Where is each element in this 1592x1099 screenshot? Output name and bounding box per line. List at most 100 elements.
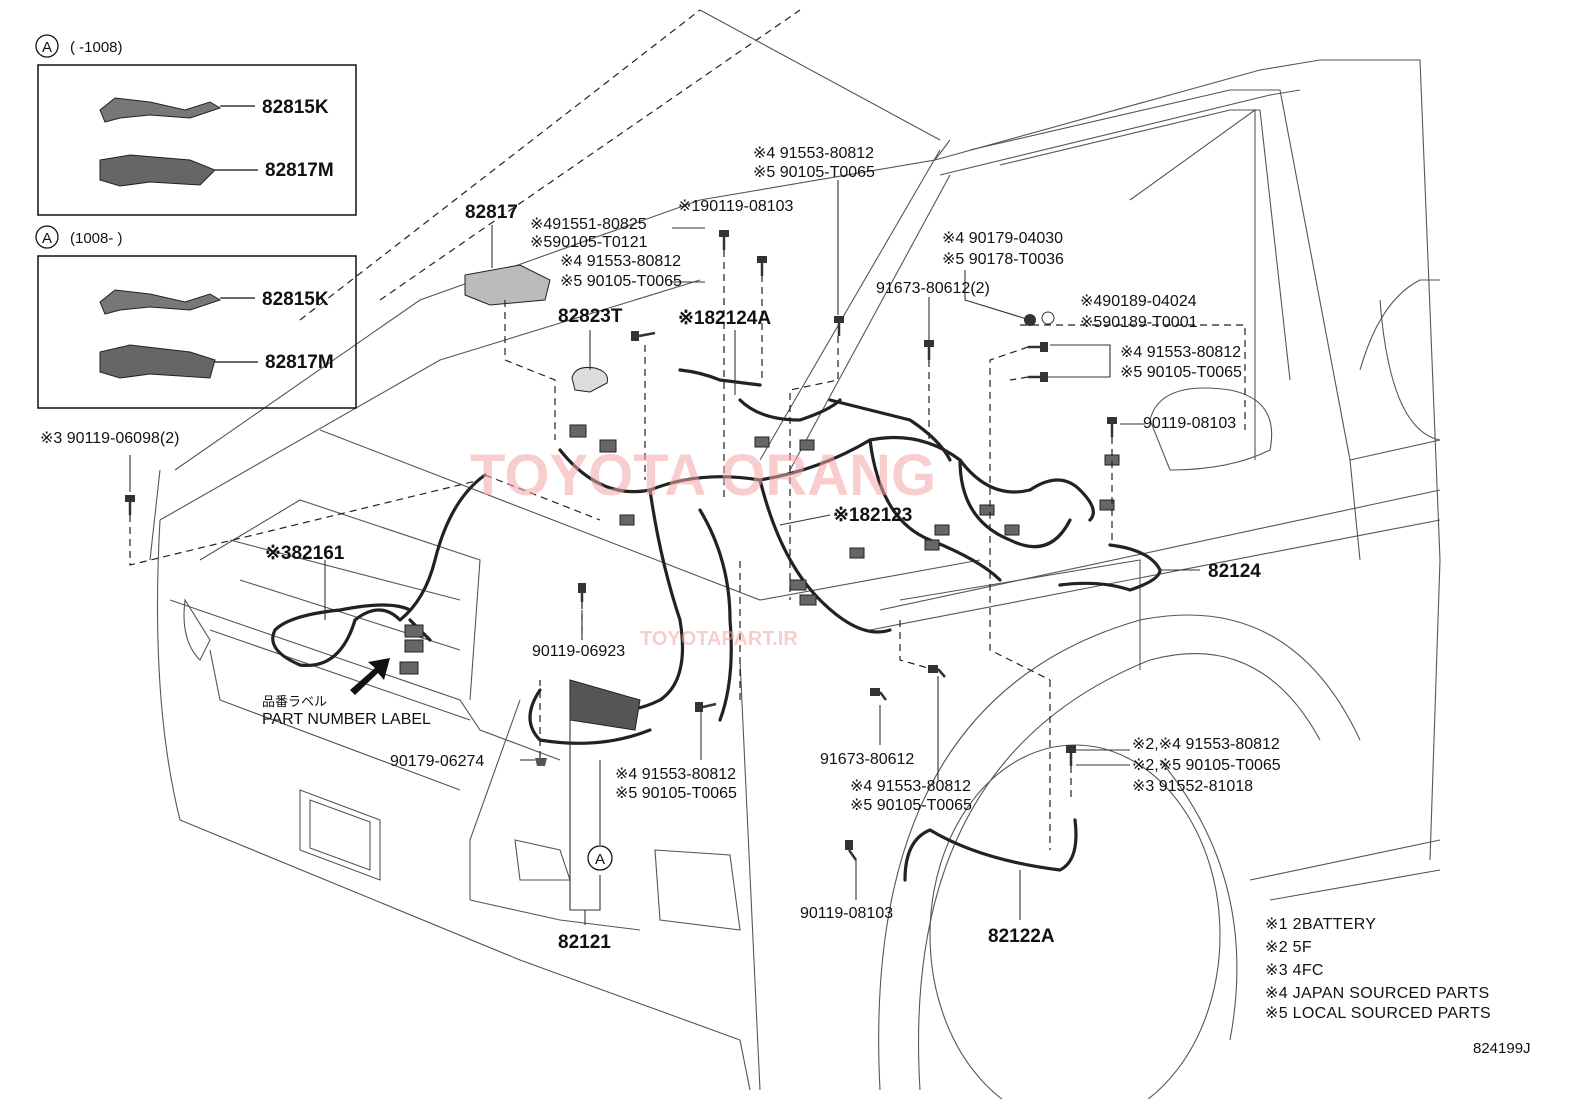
- part-number-label-en: PART NUMBER LABEL: [262, 711, 431, 728]
- part-number: ※4 90179-04030: [942, 230, 1063, 247]
- part-number: ※5 90105-T0065: [753, 164, 875, 181]
- connector-icon: [799, 439, 815, 451]
- inset-letter: A: [42, 39, 52, 56]
- callout-circle-icon: [35, 225, 59, 249]
- part-number: 90119-08103: [1143, 415, 1236, 432]
- part-number: ※3 90119-06098(2): [40, 430, 179, 447]
- part-number-label-jp: 品番ラベル: [262, 694, 327, 709]
- part-number: 82121: [558, 932, 611, 953]
- part-number: 82815K: [262, 289, 329, 310]
- legend-item: ※4 JAPAN SOURCED PARTS: [1265, 985, 1490, 1002]
- leader-lines: [129, 180, 1246, 925]
- legend-item: ※1 2BATTERY: [1265, 916, 1376, 933]
- callout-letter: A: [595, 851, 605, 868]
- inset-frame: [37, 255, 357, 409]
- part-number: ※5 90178-T0036: [942, 251, 1064, 268]
- connector-icon: [404, 624, 424, 638]
- connector-icon: [1004, 524, 1020, 536]
- bolt-icon: [125, 495, 135, 515]
- part-number: 91673-80612(2): [876, 280, 990, 297]
- part-number: ※2,※4 91553-80812: [1132, 736, 1280, 753]
- connector-icon: [399, 661, 419, 675]
- connector-icon: [799, 594, 817, 606]
- inset-box-2: A (1008- ) 82815K 82817M: [35, 225, 357, 409]
- connector-icon: [569, 424, 587, 438]
- part-number: ※4 91553-80812: [1120, 344, 1241, 361]
- connector-icon: [404, 639, 424, 653]
- part-number: ※4 91553-80812: [615, 766, 736, 783]
- bolt-icon: [845, 840, 858, 861]
- bolt-icon: [834, 316, 844, 336]
- part-number: ※182123: [833, 505, 912, 526]
- connector-icon: [619, 514, 635, 526]
- callout-labels: 82817 ※491551-80825 ※590105-T0121 ※4 915…: [40, 145, 1281, 953]
- connectors: [399, 264, 1120, 731]
- fasteners: [125, 230, 1117, 861]
- part-number: ※4 91553-80812: [753, 145, 874, 162]
- part-number: 82124: [1208, 561, 1261, 582]
- part-number: ※5 90105-T0065: [615, 785, 737, 802]
- terminal-cover-icon: [571, 367, 608, 393]
- connector-icon: [849, 547, 865, 559]
- part-number: 91673-80612: [820, 751, 914, 768]
- part-number: ※382161: [265, 543, 345, 564]
- relay-block-icon: [464, 264, 551, 306]
- connector-icon: [599, 439, 617, 453]
- bolt-icon: [928, 665, 946, 678]
- bolt-icon: [631, 331, 656, 341]
- bolt-icon: [1028, 372, 1048, 382]
- bolt-icon: [1066, 745, 1076, 766]
- part-number: ※5 90105-T0065: [1120, 364, 1242, 381]
- legend-item: ※2 5F: [1265, 939, 1312, 956]
- arrow-icon: [350, 658, 390, 695]
- part-number: 82817: [465, 202, 518, 223]
- bolt-icon: [1107, 417, 1117, 437]
- legend-item: ※3 4FC: [1265, 962, 1324, 979]
- vehicle-outline: [149, 9, 1441, 1099]
- part-number: 90119-06923: [532, 643, 625, 660]
- part-number: 82823T: [558, 306, 623, 327]
- wire-harness: [271, 368, 1162, 882]
- part-number: ※182124A: [678, 308, 771, 329]
- part-number: 90119-08103: [800, 905, 893, 922]
- part-number: ※4 91553-80812: [850, 778, 971, 795]
- bracket-82815K-icon: [99, 97, 222, 123]
- connector-icon: [1099, 499, 1115, 511]
- connector-icon: [979, 504, 995, 516]
- part-number: ※490189-04024: [1080, 293, 1197, 310]
- connector-icon: [754, 436, 770, 448]
- diagram-code: 824199J: [1473, 1040, 1531, 1057]
- bolt-icon: [924, 340, 934, 360]
- inset-range: ( -1008): [70, 39, 123, 56]
- bracket-82817M-icon: [99, 344, 216, 379]
- nut-icon: [535, 758, 547, 766]
- bolt-icon: [870, 688, 887, 701]
- part-number: 82122A: [988, 926, 1055, 947]
- part-number: ※190119-08103: [678, 198, 794, 215]
- part-number: 82817M: [265, 352, 334, 373]
- inset-range: (1008- ): [70, 230, 123, 247]
- bolt-icon: [695, 702, 717, 712]
- watermark-site: TOYOTAPART.IR: [640, 628, 798, 650]
- bolt-icon: [719, 230, 729, 250]
- legend-item: ※5 LOCAL SOURCED PARTS: [1265, 1005, 1491, 1022]
- junction-block-icon: [569, 679, 641, 731]
- bracket-82815K-icon: [99, 289, 222, 315]
- part-number: ※590105-T0121: [530, 234, 648, 251]
- bolt-icon: [578, 583, 586, 602]
- part-number: ※491551-80825: [530, 216, 647, 233]
- part-number: ※5 90105-T0065: [560, 273, 682, 290]
- inset-frame: [37, 64, 357, 216]
- connector-icon: [934, 524, 950, 536]
- watermark: TOYOTA ORANG TOYOTAPART.IR: [470, 443, 936, 650]
- inset-box-1: A ( -1008) 82815K 82817M: [35, 34, 357, 216]
- callout-circle-icon: [35, 34, 59, 58]
- bolt-icon: [1028, 342, 1048, 352]
- part-number: ※2,※5 90105-T0065: [1132, 757, 1281, 774]
- legend: ※1 2BATTERY ※2 5F ※3 4FC ※4 JAPAN SOURCE…: [1265, 916, 1491, 1022]
- part-number: 82817M: [265, 160, 334, 181]
- part-number: ※3 91552-81018: [1132, 778, 1253, 795]
- connector-icon: [789, 579, 807, 591]
